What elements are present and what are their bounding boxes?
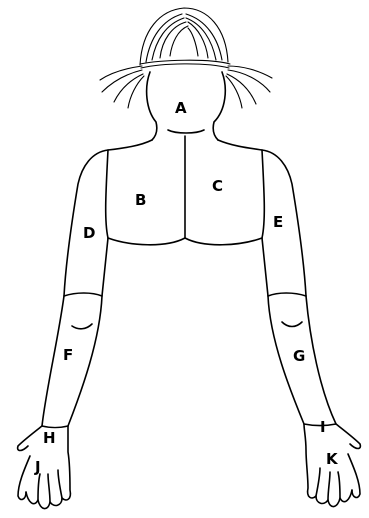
region-label-a: A (175, 99, 187, 117)
region-label-f: F (63, 346, 73, 364)
region-label-b: B (135, 191, 146, 209)
right-arm (262, 150, 336, 426)
region-label-h: H (43, 429, 56, 447)
region-label-d: D (83, 224, 95, 242)
hair (100, 8, 272, 108)
region-label-e: E (273, 213, 283, 231)
torso (106, 136, 265, 245)
region-labels: A B C D E F G H I J K (34, 99, 339, 476)
region-label-j: J (34, 458, 41, 476)
region-label-g: G (293, 347, 305, 365)
left-arm (42, 150, 108, 428)
region-label-k: K (326, 450, 339, 468)
region-label-i: I (320, 418, 326, 436)
region-label-c: C (212, 177, 223, 195)
